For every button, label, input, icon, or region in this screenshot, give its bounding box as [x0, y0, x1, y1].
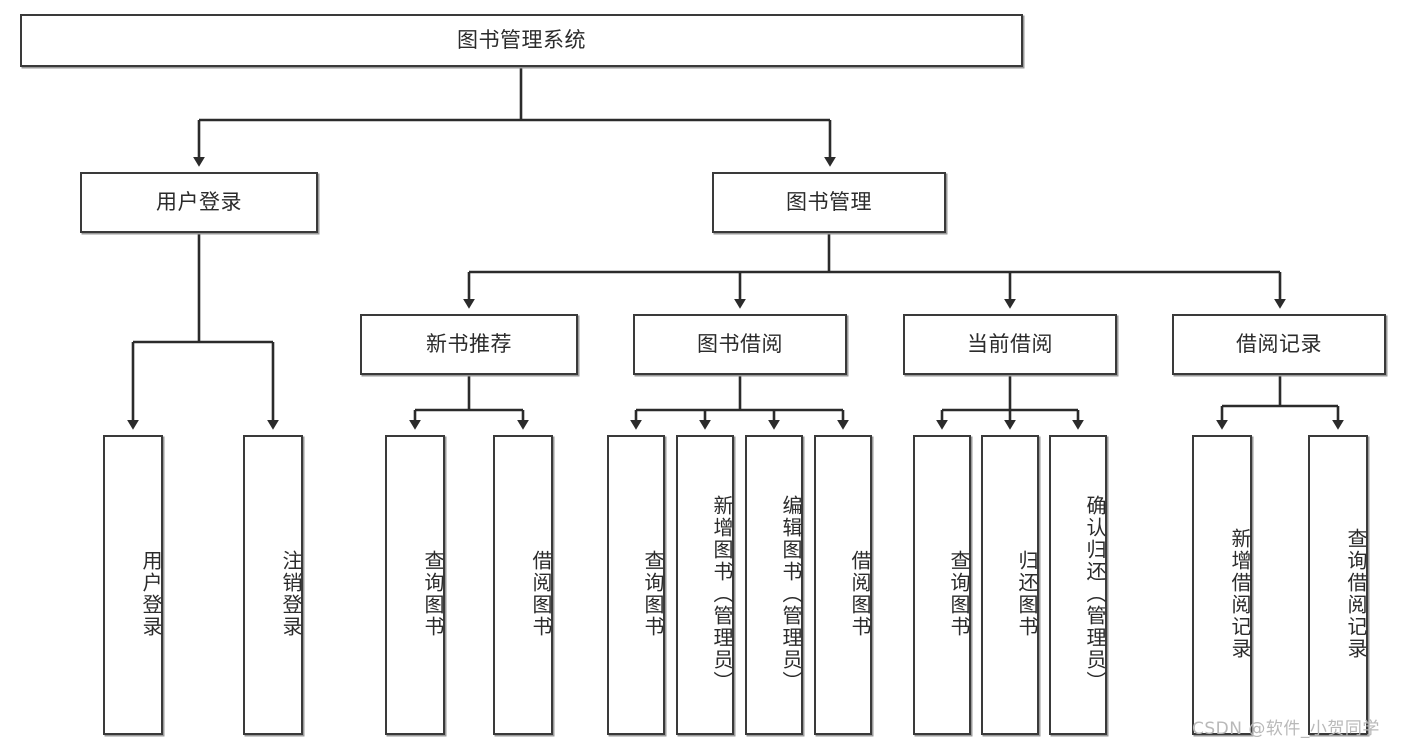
node-leaf-query-book-borrow[interactable]: 查询图书: [607, 435, 665, 735]
watermark: CSDN @软件_小贺同学: [1192, 719, 1380, 739]
node-user-login[interactable]: 用户登录: [80, 172, 318, 233]
node-label: 借阅记录: [1236, 332, 1322, 356]
node-label: 新增图书（管理员）: [710, 495, 734, 693]
node-leaf-add-book-admin[interactable]: 新增图书（管理员）: [676, 435, 734, 735]
node-leaf-add-borrow-record[interactable]: 新增借阅记录: [1192, 435, 1252, 735]
node-label: 编辑图书（管理员）: [779, 495, 803, 693]
node-leaf-return-book[interactable]: 归还图书: [981, 435, 1039, 735]
node-label: 借阅图书: [529, 550, 553, 638]
node-label: 当前借阅: [967, 332, 1053, 356]
node-label: 查询借阅记录: [1344, 528, 1368, 660]
node-label: 查询图书: [421, 550, 445, 638]
node-book-borrow[interactable]: 图书借阅: [633, 314, 847, 375]
node-label: 查询图书: [641, 550, 665, 638]
node-label: 图书管理: [786, 190, 872, 214]
node-label: 确认归还（管理员）: [1083, 495, 1107, 693]
node-leaf-query-book-recommend[interactable]: 查询图书: [385, 435, 445, 735]
node-label: 新书推荐: [426, 332, 512, 356]
node-label: 注销登录: [279, 550, 303, 638]
node-leaf-edit-book-admin[interactable]: 编辑图书（管理员）: [745, 435, 803, 735]
node-borrow-record[interactable]: 借阅记录: [1172, 314, 1386, 375]
node-label: 用户登录: [156, 190, 242, 214]
node-label: 借阅图书: [848, 550, 872, 638]
node-label: 归还图书: [1015, 550, 1039, 638]
node-leaf-query-book-current[interactable]: 查询图书: [913, 435, 971, 735]
node-leaf-user-login[interactable]: 用户登录: [103, 435, 163, 735]
node-label: 新增借阅记录: [1228, 528, 1252, 660]
node-leaf-query-borrow-record[interactable]: 查询借阅记录: [1308, 435, 1368, 735]
node-root-library-management-system[interactable]: 图书管理系统: [20, 14, 1023, 67]
node-leaf-logout[interactable]: 注销登录: [243, 435, 303, 735]
node-leaf-borrow-book[interactable]: 借阅图书: [814, 435, 872, 735]
node-label: 用户登录: [139, 550, 163, 638]
node-new-book-recommend[interactable]: 新书推荐: [360, 314, 578, 375]
node-book-management[interactable]: 图书管理: [712, 172, 946, 233]
node-label: 图书借阅: [697, 332, 783, 356]
node-current-borrow[interactable]: 当前借阅: [903, 314, 1117, 375]
node-label: 查询图书: [947, 550, 971, 638]
node-leaf-borrow-book-recommend[interactable]: 借阅图书: [493, 435, 553, 735]
node-label: 图书管理系统: [457, 28, 586, 52]
node-leaf-confirm-return-admin[interactable]: 确认归还（管理员）: [1049, 435, 1107, 735]
